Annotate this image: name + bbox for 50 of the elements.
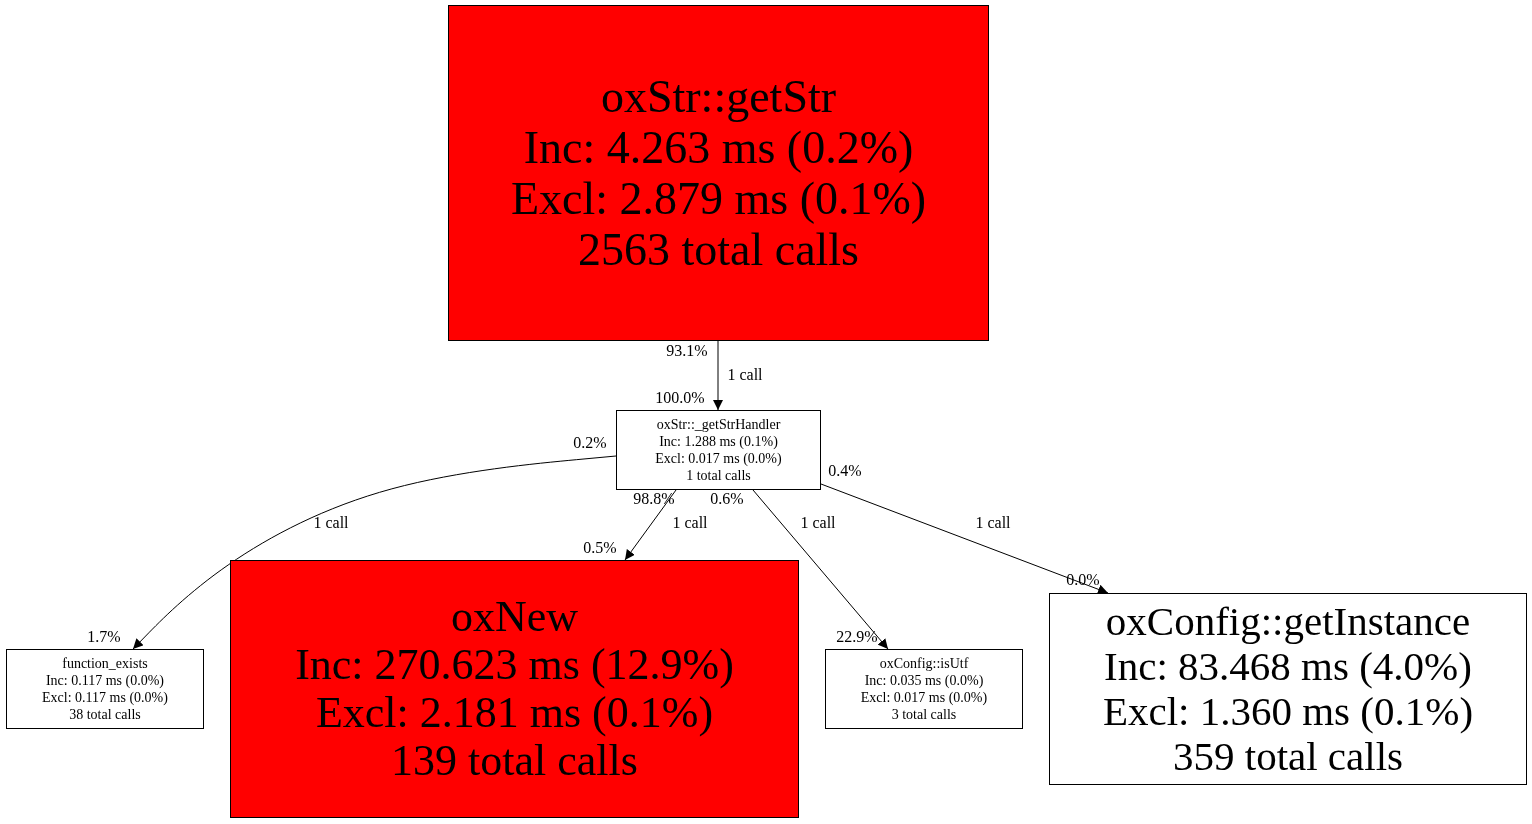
metric-text: Excl: 2.879 ms (0.1%)	[510, 173, 927, 224]
function-name: oxNew	[450, 593, 579, 641]
metric-text: Inc: 1.288 ms (0.1%)	[659, 433, 778, 450]
function-box	[825, 649, 1023, 729]
function-box	[448, 5, 989, 341]
function-box	[616, 410, 821, 490]
metric-text: Inc: 4.263 ms (0.2%)	[523, 122, 914, 173]
percentage-label: 0.5%	[583, 540, 617, 556]
function-box	[230, 560, 799, 818]
percentage-label: 0.6%	[710, 491, 744, 507]
edge-label: 1 call	[727, 367, 763, 383]
edge-label: 1 call	[800, 515, 836, 531]
metric-text: Excl: 2.181 ms (0.1%)	[315, 689, 714, 737]
function-name: oxStr::getStr	[600, 71, 837, 122]
percentage-label: 0.0%	[1066, 572, 1100, 588]
arrow	[713, 340, 723, 411]
edge-label: 1 call	[975, 515, 1011, 531]
function-name: function_exists	[62, 655, 148, 672]
metric-text: Excl: 0.117 ms (0.0%)	[42, 689, 168, 706]
percentage-label: 98.8%	[633, 491, 675, 507]
metric-text: Excl: 0.017 ms (0.0%)	[655, 450, 782, 467]
arrow	[624, 489, 677, 561]
metric-text: Inc: 270.623 ms (12.9%)	[295, 641, 734, 689]
percentage-label: 100.0%	[655, 390, 705, 406]
metric-text: 2563 total calls	[577, 224, 860, 275]
function-box	[1049, 593, 1527, 785]
percentage-label: 22.9%	[836, 629, 878, 645]
function-name: oxStr::_getStrHandler	[656, 416, 781, 433]
metric-text: Excl: 0.017 ms (0.0%)	[860, 689, 988, 706]
function-name: oxConfig::getInstance	[1105, 599, 1471, 644]
percentage-label: 1.7%	[87, 629, 121, 645]
percentage-label: 0.4%	[828, 463, 862, 479]
arrow	[820, 483, 1109, 595]
metric-text: 359 total calls	[1173, 734, 1403, 779]
function-name: oxConfig::isUtf	[879, 655, 969, 672]
percentage-label: 0.2%	[573, 435, 607, 451]
edge-label: 1 call	[672, 515, 708, 531]
arrow	[132, 455, 617, 650]
metric-text: 38 total calls	[69, 706, 141, 723]
arrow	[752, 489, 889, 650]
metric-text: 1 total calls	[686, 467, 751, 484]
metric-text: 139 total calls	[391, 737, 638, 785]
percentage-label: 93.1%	[666, 343, 708, 359]
metric-text: Inc: 0.035 ms (0.0%)	[864, 672, 984, 689]
function-box	[6, 649, 204, 729]
metric-text: Inc: 83.468 ms (4.0%)	[1104, 644, 1472, 689]
metric-text: Inc: 0.117 ms (0.0%)	[45, 672, 165, 689]
metric-text: Excl: 1.360 ms (0.1%)	[1102, 689, 1474, 734]
metric-text: 3 total calls	[891, 706, 957, 723]
edge-label: 1 call	[313, 515, 349, 531]
